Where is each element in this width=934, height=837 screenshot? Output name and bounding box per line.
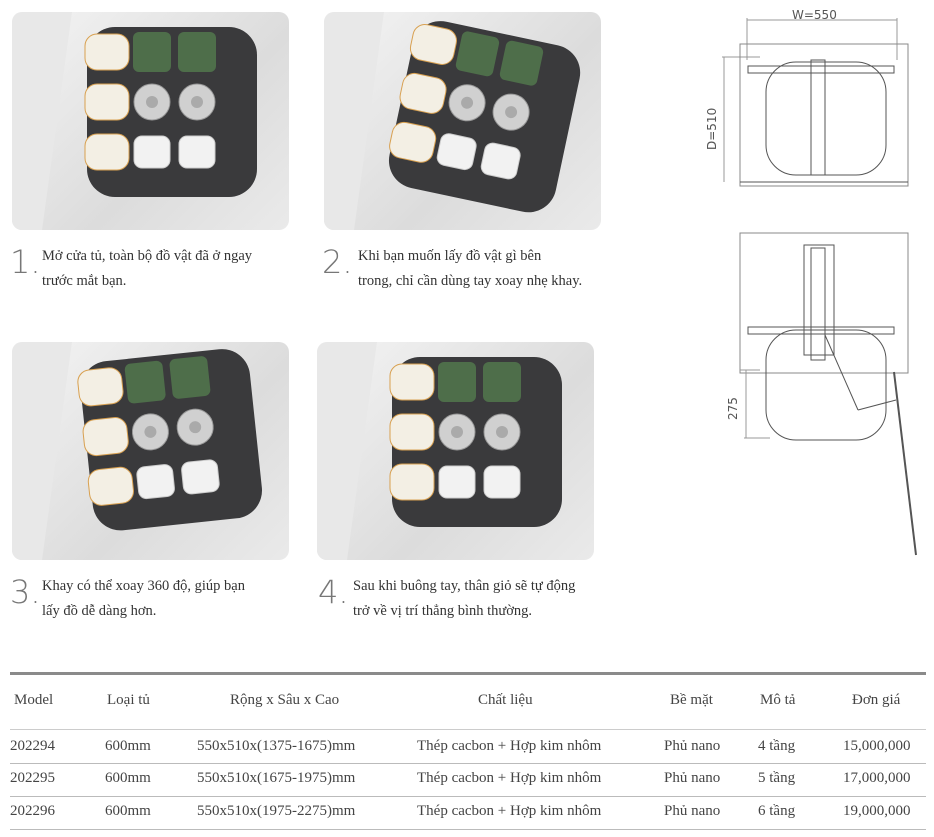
step-4-photo [317,342,594,560]
white-container-item [181,459,220,495]
column-header: Rộng x Sâu x Cao [230,692,340,708]
column-header: Chất liệu [478,692,533,708]
step-text-line: Mở cửa tủ, toàn bộ đồ vật đã ở ngay [42,248,253,264]
step-4-number: 4. [318,573,349,611]
table-top-rule [10,672,926,675]
food-bag-item [87,466,134,506]
step-text-line: trở về vị trí thẳng bình thường. [353,603,533,619]
food-bag-item [82,417,129,457]
step-2-photo [324,12,601,230]
table-cell: Thép cacbon + Hợp kim nhôm [417,770,602,786]
white-container-item [480,142,521,180]
step-text-line: lấy đồ dễ dàng hơn. [42,603,157,619]
table-cell: Thép cacbon + Hợp kim nhôm [417,803,602,819]
table-cell: 550x510x(1675-1975)mm [197,770,356,786]
row-divider [10,796,926,797]
green-jar-item [133,32,171,72]
table-cell: 19,000,000 [843,803,911,819]
food-bag-item [389,463,435,501]
row-divider [10,763,926,764]
column-header: Bề mặt [670,692,713,708]
technical-drawing: W=550 D=510 275 [705,8,917,556]
table-cell: 17,000,000 [843,770,911,786]
step-1-number: 1. [10,243,41,281]
table-cell: Phủ nano [664,738,721,754]
food-bag-item [84,133,130,171]
column-header: Đơn giá [852,692,901,708]
green-jar-item [178,32,216,72]
column-header: Loại tủ [107,692,150,708]
white-container-item [133,135,171,169]
table-cell: 550x510x(1975-2275)mm [197,803,356,819]
food-bag-item [389,121,437,163]
step-1-photo [12,12,289,230]
white-container-item [483,465,521,499]
step-text-line: Khi bạn muốn lấy đồ vật gì bên [358,248,542,264]
table-cell: 202295 [10,770,55,786]
table-cell: 600mm [105,803,151,819]
green-jar-item [438,362,476,402]
white-container-item [178,135,216,169]
depth-label: D=510 [705,108,719,150]
row-divider [10,729,926,730]
table-cell: 202294 [10,738,55,754]
table-cell: 600mm [105,738,151,754]
table-cell: Thép cacbon + Hợp kim nhôm [417,738,602,754]
white-container-item [136,464,175,500]
food-bag-item [77,367,124,407]
step-1-text: Mở cửa tủ, toàn bộ đồ vật đã ở ngay trước… [42,244,252,294]
step-3-photo [12,342,289,560]
green-jar-item [483,362,521,402]
step-3-number: 3. [10,573,41,611]
green-jar-item [455,31,500,77]
width-label: W=550 [792,8,837,22]
green-jar-item [169,356,211,399]
white-container-item [438,465,476,499]
food-bag-item [389,413,435,451]
step-4-text: Sau khi buông tay, thân giỏ sẽ tự động tr… [353,574,575,624]
food-bag-item [399,72,447,114]
food-bag-item [389,363,435,401]
step-2-number: 2. [322,243,353,281]
step-text-line: trước mắt bạn. [42,273,127,289]
step-3-text: Khay có thể xoay 360 độ, giúp bạn lấy đồ … [42,574,245,624]
table-cell: 15,000,000 [843,738,911,754]
food-bag-item [84,33,130,71]
column-header: Model [14,692,54,708]
table-cell: 550x510x(1375-1675)mm [197,738,356,754]
table-cell: 600mm [105,770,151,786]
top-view-drawing: W=550 D=510 [705,8,909,187]
row-divider [10,829,926,830]
table-cell: 4 tầng [758,738,796,754]
step-text-line: Khay có thể xoay 360 độ, giúp bạn [42,578,245,594]
green-jar-item [124,360,166,404]
table-cell: 5 tầng [758,770,796,786]
white-container-item [436,133,477,171]
column-header: Mô tả [760,692,796,708]
step-text-line: Sau khi buông tay, thân giỏ sẽ tự động [353,578,576,594]
step-text-line: trong, chỉ cần dùng tay xoay nhẹ khay. [358,273,583,289]
green-jar-item [499,40,544,86]
table-cell: Phủ nano [664,770,721,786]
food-bag-item [409,24,457,65]
food-bag-item [84,83,130,121]
side-view-drawing: 275 [726,232,917,556]
table-cell: 202296 [10,803,55,819]
height-label: 275 [726,397,740,420]
table-cell: 6 tầng [758,803,796,819]
step-2-text: Khi bạn muốn lấy đồ vật gì bên trong, chỉ… [358,244,582,294]
table-cell: Phủ nano [664,803,721,819]
